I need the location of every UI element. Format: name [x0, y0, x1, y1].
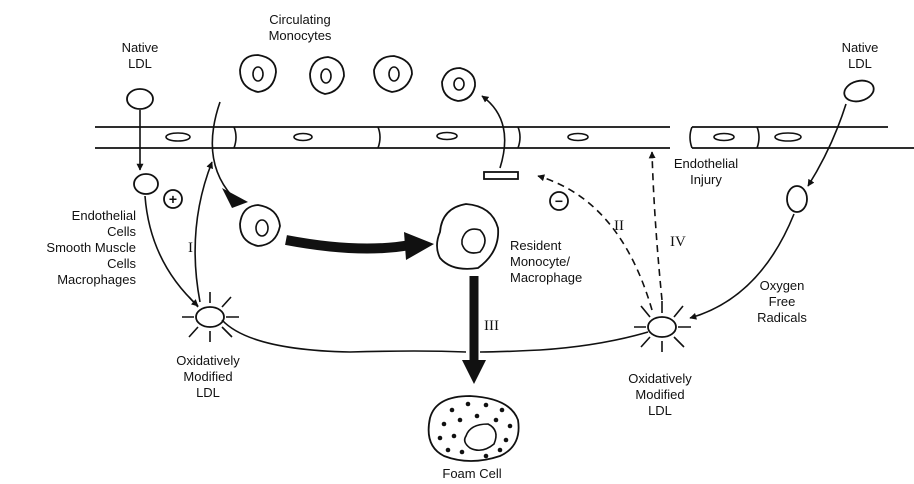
pathway-label-iii: III: [484, 318, 499, 334]
label-line: Oxygen: [760, 278, 805, 293]
migrated-monocyte: [240, 205, 280, 246]
arrow-monocyte-entry-head: [222, 188, 248, 208]
label-line: Smooth Muscle: [46, 240, 136, 255]
label-line: Macrophages: [57, 272, 136, 287]
label-line: Endothelial: [674, 156, 738, 171]
arrow-pathway-iii-head: [462, 360, 486, 384]
inhibition-sign-text: −: [555, 193, 563, 209]
circulating-monocytes: [240, 55, 475, 101]
label-line: Resident: [510, 238, 562, 253]
arrow-left-oxldl-to-foam: [222, 320, 466, 352]
label-line: Circulating: [269, 12, 330, 27]
pathway-label-ii: II: [614, 218, 624, 234]
label-native-ldl-right: Native LDL: [842, 40, 879, 71]
foam-cell: [429, 396, 519, 461]
pathway-label-i: I: [188, 240, 193, 256]
monocyte-4: [442, 68, 475, 101]
label-line: Endothelial: [72, 208, 136, 223]
label-line: Radicals: [757, 310, 807, 325]
ldl-subendothelial-right: [787, 186, 807, 212]
label-endothelial-injury: Endothelial Injury: [674, 156, 738, 187]
arrow-right-ldl-entry: [808, 104, 846, 186]
monocyte-1: [240, 55, 276, 92]
arrow-right-oxldl-to-foam: [480, 332, 648, 352]
resident-macrophage: [437, 204, 498, 269]
pathway-label-iv: IV: [670, 234, 686, 250]
label-native-ldl-left: Native LDL: [122, 40, 159, 71]
arrow-monocyte-entry: [212, 102, 232, 196]
label-line: Cells: [107, 224, 136, 239]
label-line: LDL: [196, 385, 220, 400]
native-ldl-right-particle: [842, 77, 876, 104]
arrow-monocyte-differentiation-head: [404, 232, 434, 260]
label-oxidized-ldl-left: Oxidatively Modified LDL: [176, 353, 240, 400]
label-resident-macrophage: Resident Monocyte/ Macrophage: [510, 238, 582, 285]
label-line: Cells: [107, 256, 136, 271]
label-circulating-monocytes: Circulating Monocytes: [269, 12, 332, 43]
label-foam-cell: Foam Cell: [442, 466, 501, 481]
ldl-subendothelial-left: [134, 174, 158, 194]
stimulation-sign: +: [164, 190, 182, 208]
label-line: LDL: [848, 56, 872, 71]
label-cell-types: Endothelial Cells Smooth Muscle Cells Ma…: [46, 208, 136, 287]
label-oxidized-ldl-right: Oxidatively Modified LDL: [628, 371, 692, 418]
native-ldl-left-particle: [127, 89, 153, 109]
oxidized-ldl-right-particle: [634, 301, 691, 352]
arrow-pathway-i: [195, 162, 212, 302]
label-line: Modified: [183, 369, 232, 384]
label-line: Oxidatively: [628, 371, 692, 386]
stimulation-sign-text: +: [169, 191, 177, 207]
monocyte-2: [310, 57, 344, 94]
label-line: Oxidatively: [176, 353, 240, 368]
label-line: LDL: [128, 56, 152, 71]
label-line: Native: [122, 40, 159, 55]
arrow-monocyte-egress: [482, 96, 505, 168]
label-line: Injury: [690, 172, 722, 187]
label-line: LDL: [648, 403, 672, 418]
arrow-monocyte-differentiation: [286, 240, 410, 249]
label-oxygen-free-radicals: Oxygen Free Radicals: [757, 278, 807, 325]
label-line: Monocyte/: [510, 254, 570, 269]
label-line: Modified: [635, 387, 684, 402]
label-line: Monocytes: [269, 28, 332, 43]
arrow-pathway-iv: [652, 152, 662, 300]
inhibition-bar: [484, 172, 518, 179]
label-line: Native: [842, 40, 879, 55]
label-line: Free: [769, 294, 796, 309]
monocyte-3: [374, 56, 412, 92]
inhibition-sign: −: [550, 192, 568, 210]
label-line: Macrophage: [510, 270, 582, 285]
